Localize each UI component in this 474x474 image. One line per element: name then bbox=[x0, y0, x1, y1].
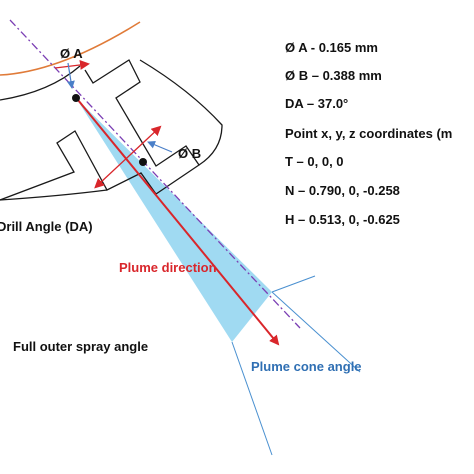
dia-b-label: Ø B bbox=[178, 146, 201, 161]
plume-direction-label: Plume direction bbox=[119, 260, 217, 275]
plume-cone-angle-label: Plume cone angle bbox=[251, 359, 362, 374]
full-outer-spray-angle-label: Full outer spray angle bbox=[13, 339, 148, 354]
param-point-t: T – 0, 0, 0 bbox=[285, 154, 344, 169]
dia-b-pointer bbox=[147, 141, 173, 153]
outer-spray-line-upper bbox=[271, 291, 361, 373]
drill-angle-label: Drill Angle (DA) bbox=[0, 219, 93, 234]
param-dia-a: Ø A - 0.165 mm bbox=[285, 40, 378, 55]
nozzle-body-bottom-arc bbox=[0, 189, 108, 201]
point-n-marker bbox=[139, 158, 147, 166]
param-dia-b: Ø B – 0.388 mm bbox=[285, 68, 382, 83]
param-point-n: N – 0.790, 0, -0.258 bbox=[285, 183, 400, 198]
outer-spray-line-lower bbox=[231, 341, 273, 456]
nozzle-seat-arc bbox=[0, 21, 141, 76]
plume-cone-boundary bbox=[271, 275, 316, 293]
nozzle-axis-line bbox=[9, 19, 301, 329]
param-point-h: H – 0.513, 0, -0.625 bbox=[285, 212, 400, 227]
plume-direction-arrow bbox=[77, 99, 280, 346]
param-coords-heading: Point x, y, z coordinates (m bbox=[285, 126, 452, 141]
parameter-list: Ø A - 0.165 mm Ø B – 0.388 mm DA – 37.0°… bbox=[285, 40, 452, 227]
param-drill-angle: DA – 37.0° bbox=[285, 96, 348, 111]
dia-b-measure-arrow bbox=[94, 125, 162, 189]
nozzle-body-right-arc bbox=[139, 59, 223, 166]
dia-a-pointer bbox=[66, 62, 75, 89]
dia-a-measure-arrow bbox=[54, 59, 90, 70]
dia-a-label: Ø A bbox=[60, 46, 83, 61]
point-t-marker bbox=[72, 94, 80, 102]
nozzle-seat-inner-arc bbox=[0, 65, 81, 101]
